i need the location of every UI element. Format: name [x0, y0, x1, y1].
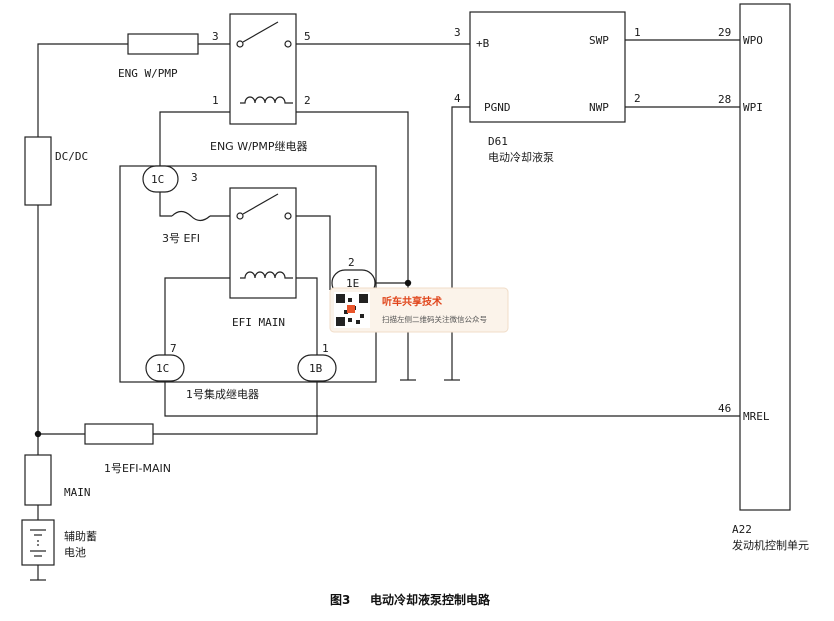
ecu-pin-wpo: WPO	[743, 34, 763, 47]
ecu-name: 发动机控制单元	[732, 538, 809, 552]
caption-title: 电动冷却液泵控制电路	[370, 592, 491, 607]
svg-text:28: 28	[718, 93, 731, 106]
connector-1b: 1B 1	[297, 342, 337, 382]
battery-label-2: 电池	[64, 546, 86, 559]
watermark-subtitle: 扫描左侧二维码关注微信公众号	[382, 314, 487, 324]
pump-pin-nwp: NWP	[589, 101, 609, 114]
svg-text:2: 2	[634, 92, 641, 105]
dcdc-converter: DC/DC	[24, 136, 88, 206]
qr-code-icon	[334, 292, 370, 328]
pump-name: 电动冷却液泵	[488, 150, 554, 164]
pump-d61: 3 +B 4 PGND SWP 1 NWP 2 D61 电动冷却液泵	[454, 11, 641, 164]
relay-wpmp-pin3: 3	[212, 30, 219, 43]
ecu-pin-wpi: WPI	[743, 101, 763, 114]
connector-1e-pin: 2	[348, 256, 355, 269]
junction-dot-left	[34, 430, 42, 438]
dcdc-label: DC/DC	[55, 150, 88, 163]
fuse-eng-wpmp: ENG W/PMP	[118, 33, 199, 80]
fuse-efi-main: 1号EFI-MAIN	[84, 423, 171, 475]
fuse-efi3-label: 3号 EFI	[162, 232, 200, 245]
relay-eng-wpmp: 3 5 1 2 ENG W/PMP继电器	[210, 13, 311, 153]
svg-text:1C: 1C	[156, 362, 169, 375]
figure-caption: 图3 电动冷却液泵控制电路	[330, 592, 491, 607]
battery-label-1: 辅助蓄	[64, 529, 97, 543]
pump-pin-swp: SWP	[589, 34, 609, 47]
svg-text:1: 1	[634, 26, 641, 39]
svg-text:1C: 1C	[151, 173, 164, 186]
relay-wpmp-pin2: 2	[304, 94, 311, 107]
connector-1b-pin: 1	[322, 342, 329, 355]
watermark-title: 听车共享技术	[382, 295, 442, 308]
relay-wpmp-pin1: 1	[212, 94, 219, 107]
relay-efi-main-label: EFI MAIN	[232, 316, 285, 329]
svg-text:46: 46	[718, 402, 731, 415]
fuse-main: MAIN	[24, 454, 91, 506]
pump-pin-b: +B	[476, 37, 490, 50]
ecu-pin-mrel: MREL	[743, 410, 770, 423]
relay-efi-main: EFI MAIN	[229, 187, 297, 329]
svg-text:3: 3	[454, 26, 461, 39]
fuse-eng-wpmp-label: ENG W/PMP	[118, 67, 178, 80]
auxiliary-battery: 辅助蓄 电池	[21, 519, 97, 566]
svg-text:1E: 1E	[346, 277, 359, 290]
ecu-id: A22	[732, 523, 752, 536]
connector-1c-top: 1C 3	[142, 165, 198, 193]
connector-1c-bottom-pin: 7	[170, 342, 177, 355]
svg-text:4: 4	[454, 92, 461, 105]
fuse-efi-main-label: 1号EFI-MAIN	[104, 462, 171, 475]
connector-1c-bottom: 1C 7	[145, 342, 185, 382]
watermark-badge: 听车共享技术 扫描左侧二维码关注微信公众号	[329, 287, 509, 333]
caption-figure-no: 图3	[330, 593, 350, 607]
integrated-relay-outline	[119, 165, 377, 383]
svg-text:1B: 1B	[309, 362, 323, 375]
junction-dot-ground	[404, 279, 412, 287]
fuse-efi3: 3号 EFI	[162, 210, 211, 245]
pump-pin-pgnd: PGND	[484, 101, 511, 114]
connector-1c-top-pin: 3	[191, 171, 198, 184]
svg-text:29: 29	[718, 26, 731, 39]
relay-wpmp-label: ENG W/PMP继电器	[210, 140, 308, 153]
fuse-main-label: MAIN	[64, 486, 91, 499]
ecu-a22: 29 WPO 28 WPI 46 MREL A22 发动机控制单元	[718, 3, 809, 552]
pump-id: D61	[488, 135, 508, 148]
relay-wpmp-pin5: 5	[304, 30, 311, 43]
integrated-relay-label: 1号集成继电器	[186, 387, 259, 401]
